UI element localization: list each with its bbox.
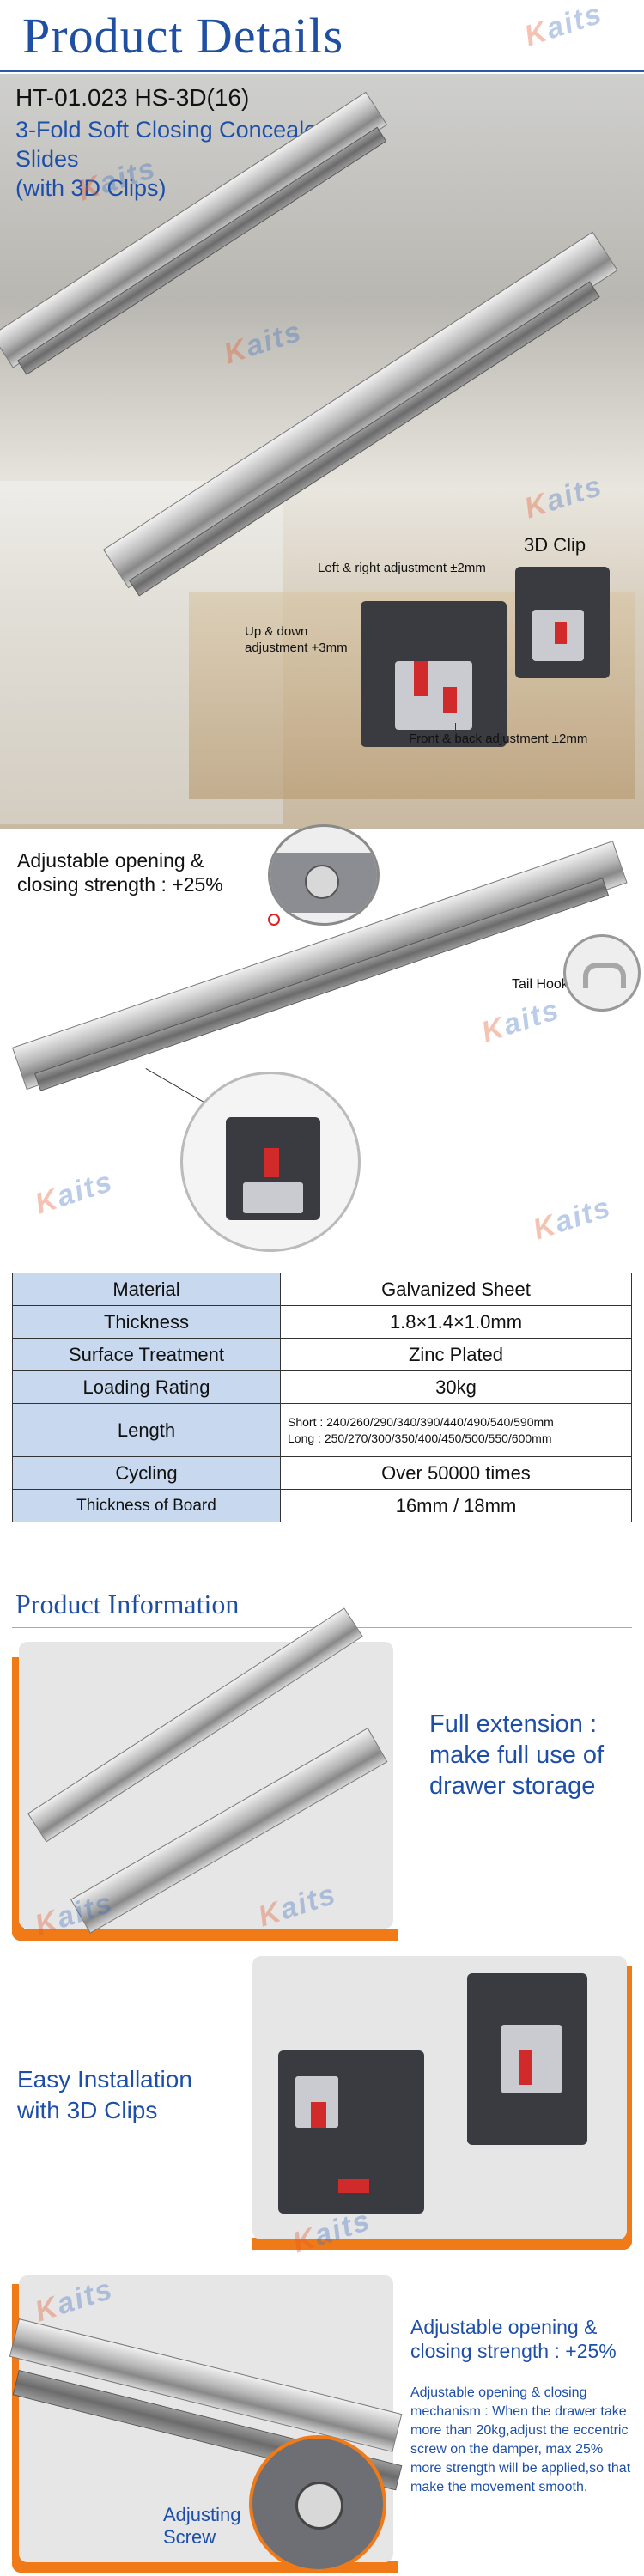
leader-line (455, 723, 457, 735)
spec-key: Cycling (12, 1456, 281, 1490)
spec-key: Length (12, 1403, 281, 1457)
tail-hook-label: Tail Hook (512, 977, 568, 992)
annotation-front-back: Front & back adjustment ±2mm (409, 732, 588, 746)
clip-image-standalone (515, 567, 610, 678)
brand-watermark: Kaits (520, 0, 607, 53)
spec-key: Surface Treatment (12, 1338, 281, 1371)
spec-value: Zinc Plated (280, 1338, 632, 1371)
feature3-description: Adjustable opening & closing mechanism :… (410, 2385, 631, 2494)
spec-value: Galvanized Sheet (280, 1273, 632, 1306)
damper-closeup (180, 1072, 361, 1252)
spec-value: Short : 240/260/290/340/390/440/490/540/… (280, 1403, 632, 1457)
spec-key: Thickness (12, 1305, 281, 1339)
clip-label: 3D Clip (524, 534, 586, 556)
screw-highlight-circle (268, 914, 280, 926)
spec-key: Loading Rating (12, 1370, 281, 1404)
spec-key: Material (12, 1273, 281, 1306)
tail-hook-closeup (563, 934, 641, 1012)
spec-value: Over 50000 times (280, 1456, 632, 1490)
table-row: Cycling Over 50000 times (12, 1456, 632, 1490)
feature1-text: Full extension : make full use of drawer… (429, 1710, 605, 1800)
section-title: Product Information (15, 1589, 240, 1619)
clip-image-annotated (361, 601, 507, 747)
accent-bar (12, 1929, 398, 1941)
spec-key: Thickness of Board (12, 1489, 281, 1522)
table-row: Material Galvanized Sheet (12, 1273, 632, 1306)
header-divider (0, 70, 644, 72)
product-subtitle: 3-Fold Soft Closing Concealed Slides (wi… (15, 117, 331, 201)
table-row: Loading Rating 30kg (12, 1370, 632, 1404)
table-row: Thickness of Board 16mm / 18mm (12, 1489, 632, 1522)
table-row: Length Short : 240/260/290/340/390/440/4… (12, 1403, 632, 1457)
leader-line (404, 579, 405, 630)
strength-label: Adjustable opening & closing strength : … (17, 849, 223, 896)
feature2-image (252, 1956, 627, 2239)
table-row: Surface Treatment Zinc Plated (12, 1338, 632, 1371)
feature1-image (19, 1607, 393, 1934)
annotation-left-right: Left & right adjustment ±2mm (318, 561, 486, 575)
adjusting-screw-label: Adjusting Screw (163, 2504, 241, 2548)
spec-value: 16mm / 18mm (280, 1489, 632, 1522)
annotation-up-down: Up & down adjustment +3mm (245, 624, 348, 655)
spec-value: 1.8×1.4×1.0mm (280, 1305, 632, 1339)
feature3-title: Adjustable opening & closing strength : … (410, 2316, 617, 2362)
feature2-text: Easy Installation with 3D Clips (17, 2066, 192, 2123)
model-number: HT-01.023 HS-3D(16) (15, 84, 250, 111)
screw-closeup (268, 824, 380, 926)
table-row: Thickness 1.8×1.4×1.0mm (12, 1305, 632, 1339)
page-title: Product Details (22, 8, 344, 64)
adjusting-screw-closeup (249, 2435, 386, 2573)
spec-value: 30kg (280, 1370, 632, 1404)
spec-table: Material Galvanized Sheet Thickness 1.8×… (12, 1273, 632, 1522)
accent-bar (252, 2238, 632, 2250)
